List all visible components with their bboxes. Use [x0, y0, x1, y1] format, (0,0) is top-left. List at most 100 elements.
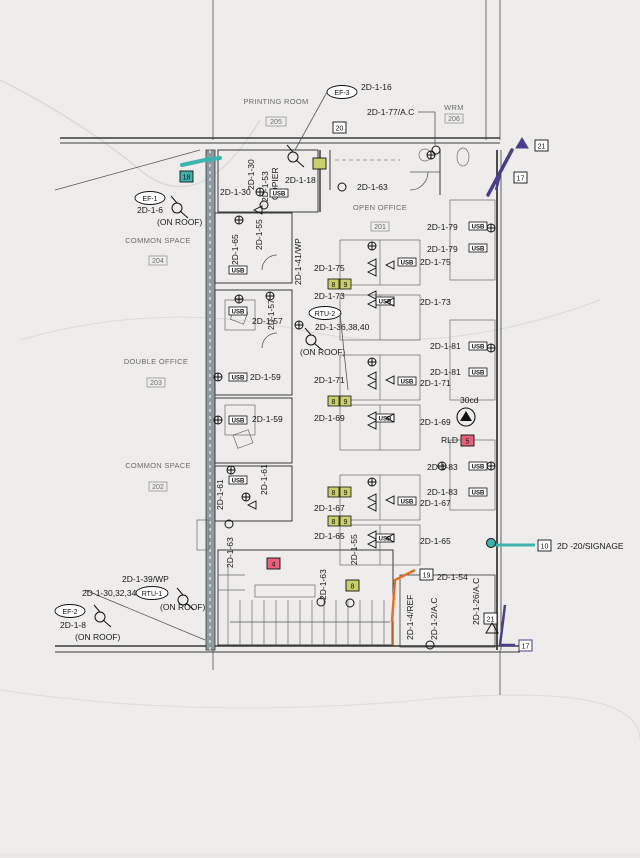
tag-number: 9 — [344, 519, 348, 526]
circuit-label: 2D -20/SIGNAGE — [557, 541, 624, 551]
circuit-label: 2D-1-67 — [420, 498, 451, 508]
circuit-label: 2D-1-16 — [361, 82, 392, 92]
room-label-printing: PRINTING ROOM — [243, 97, 308, 106]
rld-label: RLD — [441, 435, 458, 445]
circuit-label: 2D-1-79 — [427, 244, 458, 254]
tag-box — [339, 395, 352, 407]
circuit-label: 2D-1-57 — [266, 299, 276, 330]
ef2-label: EF-2 — [62, 609, 77, 616]
usb-label: USB — [232, 419, 245, 425]
room-label-open-office: OPEN OFFICE — [353, 203, 407, 212]
room-number-box — [148, 481, 168, 492]
usb-label: USB — [401, 380, 414, 386]
circuit-label: 2D-1-71 — [420, 378, 451, 388]
rtu2-oval — [308, 306, 342, 320]
west-wall — [205, 149, 216, 651]
tag-box — [345, 579, 360, 592]
ef2-oval — [54, 604, 86, 618]
room-label-double-office: DOUBLE OFFICE — [124, 357, 188, 366]
office-walls — [214, 397, 293, 464]
tag-box — [179, 170, 194, 183]
rtu1-label: RTU-1 — [142, 591, 163, 598]
tag-number: 19 — [423, 573, 431, 580]
tag-number: 17 — [517, 176, 525, 183]
tag-box — [339, 515, 352, 527]
door-swing — [409, 171, 429, 191]
circuit-label: 2D-1-30 — [220, 187, 251, 197]
receptacle-symbols — [213, 150, 496, 502]
tag-box — [327, 515, 340, 527]
room-number-box — [146, 377, 166, 388]
circuit-label: 2D-1-69 — [314, 413, 345, 423]
circuit-label: 2D-1-61 — [259, 464, 269, 495]
room-number-printing: 205 — [270, 119, 282, 126]
tag-number: 17 — [522, 644, 530, 651]
circuit-label: 2D-1-4/REF — [405, 595, 415, 640]
circuit-label: 2D-1-59 — [252, 414, 283, 424]
usb-label: USB — [379, 300, 392, 306]
tag-number: 18 — [183, 175, 191, 182]
tag-number: 20 — [336, 126, 344, 133]
tag-box — [327, 486, 340, 498]
tag-box — [460, 434, 475, 447]
circuit-label: 2D-1-63 — [318, 569, 328, 600]
tag-number: 21 — [487, 617, 495, 624]
usb-label: USB — [472, 247, 485, 253]
speaker-strobe-icon — [460, 411, 472, 421]
ef1-oval — [134, 191, 166, 205]
room-number-double-office: 203 — [150, 380, 162, 387]
circuit-label: 2D-1-55 — [349, 534, 359, 565]
circuit-label: 2D-1-55 — [254, 219, 264, 250]
tag-box — [513, 171, 528, 184]
rtu2-label: RTU-2 — [315, 311, 336, 318]
tag-box — [327, 278, 340, 290]
circuit-label: 2D-1-59 — [250, 372, 281, 382]
room-walls — [399, 574, 496, 648]
ef3-label: EF-3 — [334, 90, 349, 97]
usb-label: USB — [472, 345, 485, 351]
tag-box — [266, 557, 281, 570]
tag-box — [419, 568, 434, 581]
common-space-bottom-walls — [214, 465, 293, 522]
circuit-label: 2D-1-65 — [314, 531, 345, 541]
room-number-common-space-bottom: 202 — [152, 484, 164, 491]
tag-number: 4 — [272, 562, 276, 569]
tag-number: 5 — [466, 439, 470, 446]
usb-label: USB — [379, 417, 392, 423]
tag-number: 10 — [541, 544, 549, 551]
usb-label: USB — [401, 500, 414, 506]
usb-label: USB — [472, 371, 485, 377]
usb-label: USB — [472, 225, 485, 231]
tag-number: 8 — [332, 282, 336, 289]
circuit-label: 2D-1-30,32,34 — [82, 588, 137, 598]
circuit-label: 2D-1-65 — [420, 536, 451, 546]
paper-crease — [19, 299, 601, 341]
room-number-box — [444, 113, 464, 124]
tag-number: 9 — [344, 490, 348, 497]
circuit-label: 2D-1-61 — [215, 479, 225, 510]
circuit-label: 2D-1-69 — [420, 417, 451, 427]
leader-line — [294, 91, 328, 151]
circuit-label: 2D-1-81 — [430, 367, 461, 377]
room-label-common-space-top: COMMON SPACE — [125, 236, 191, 245]
on-roof-label: (ON ROOF) — [75, 632, 120, 642]
leader-line — [84, 589, 206, 641]
tag-number: 9 — [344, 399, 348, 406]
tag-box — [327, 395, 340, 407]
usb-label: USB — [232, 479, 245, 485]
tag-box — [534, 139, 549, 152]
copier-label: COPIER — [270, 167, 280, 200]
fixture-rating-label: 30cd — [460, 395, 479, 405]
on-roof-label: (ON ROOF) — [160, 602, 205, 612]
usb-label: USB — [232, 310, 245, 316]
tag-box — [339, 278, 352, 290]
circuit-label: 2D-1-18 — [285, 175, 316, 185]
usb-label: USB — [273, 192, 286, 198]
usb-outlet-labels: USB USB USB USB USB USB USB USB USB USB … — [232, 192, 485, 543]
stair-treads — [218, 565, 390, 645]
purple-routing-line — [498, 604, 515, 647]
purple-routing-line — [494, 174, 502, 191]
circuit-label: 2D-1-54 — [437, 572, 468, 582]
